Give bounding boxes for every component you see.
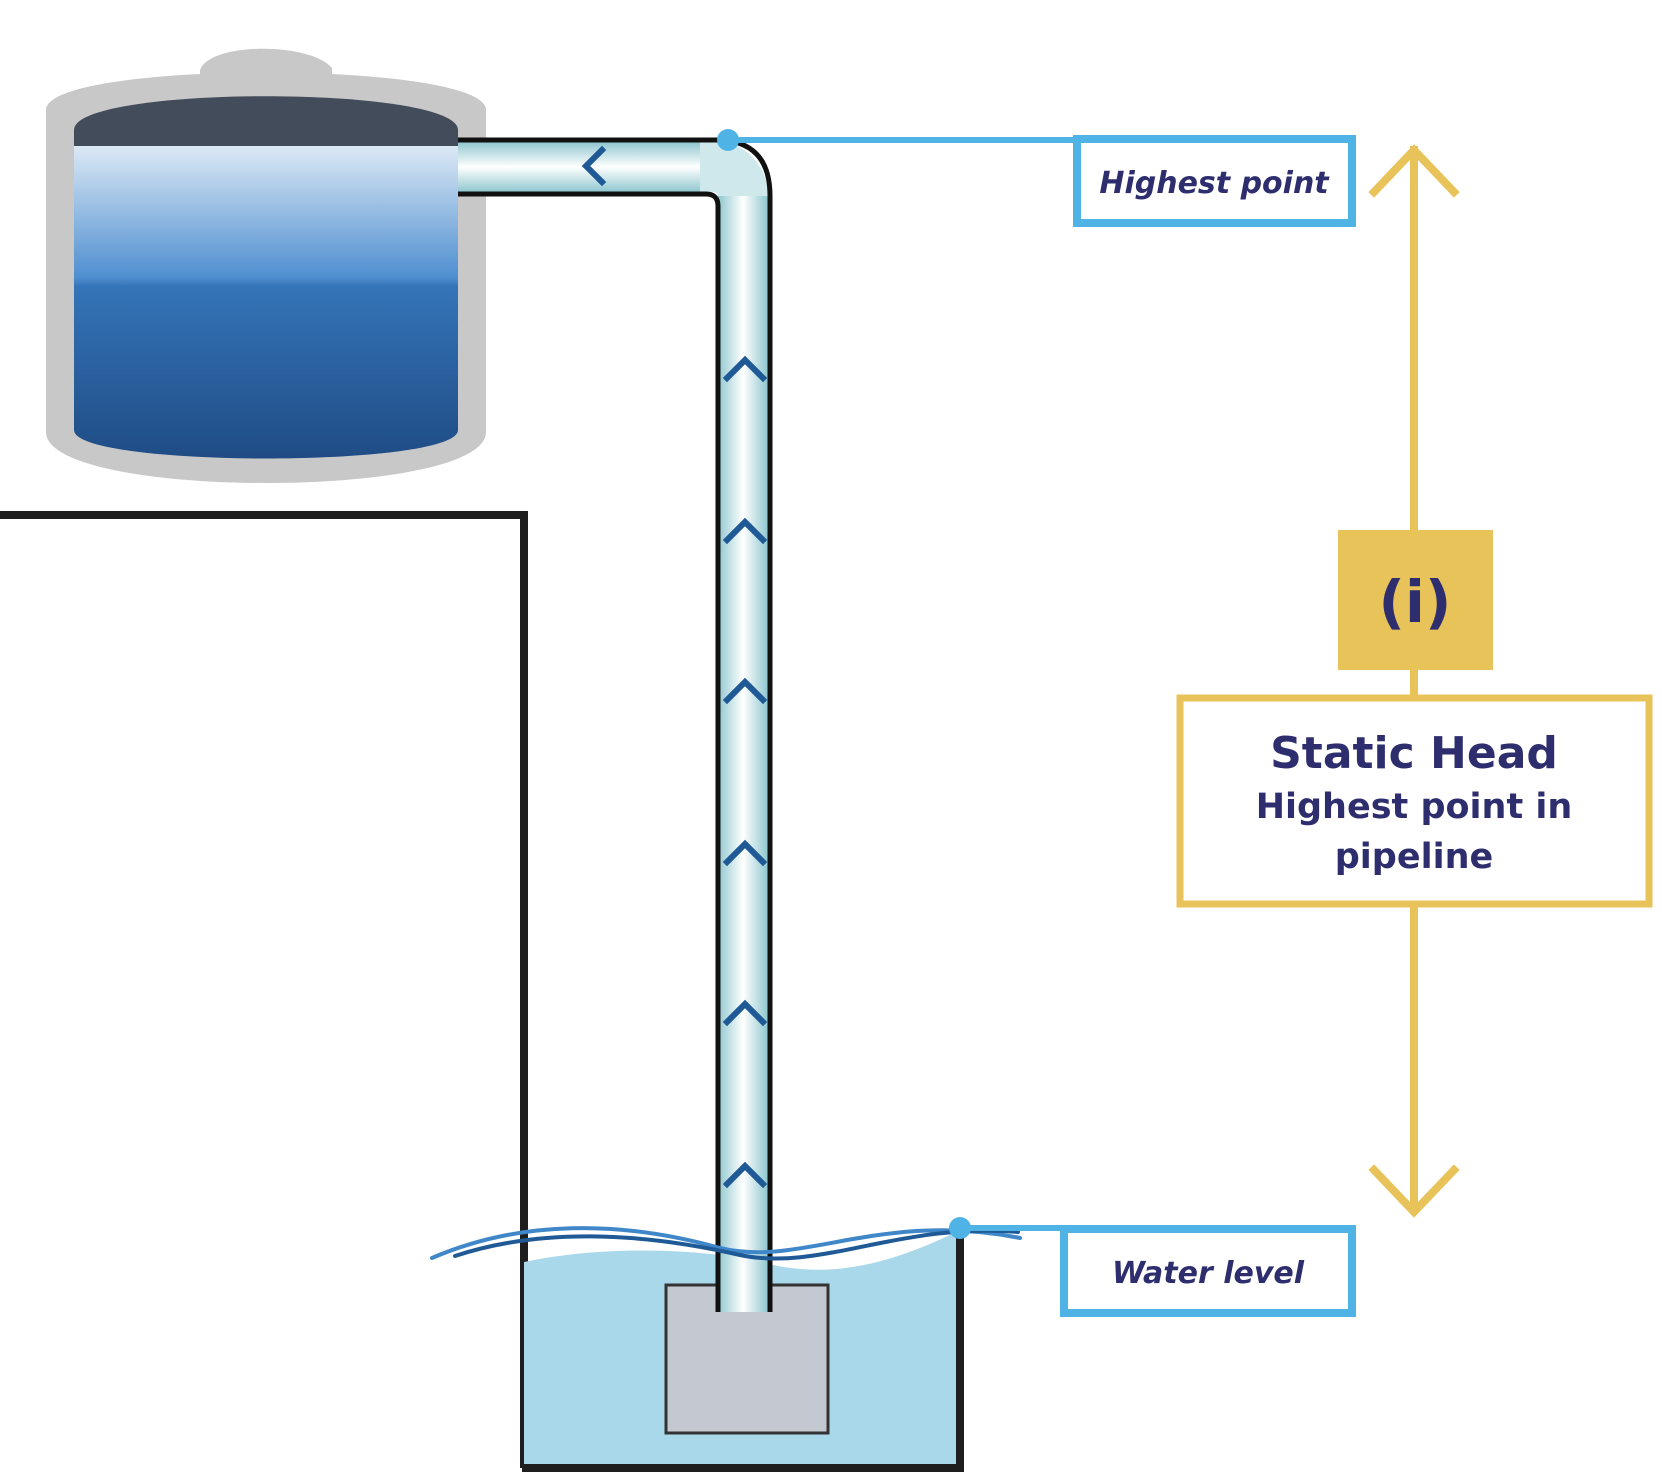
chevron-icon — [722, 1161, 768, 1189]
water-tank — [46, 48, 486, 483]
chevron-left-icon — [581, 145, 607, 187]
ground-line — [0, 511, 528, 1468]
static-head-box: Static Head Highest point in pipeline — [1176, 694, 1653, 908]
info-icon: (i) — [1338, 530, 1493, 670]
static-head-title: Static Head — [1270, 728, 1558, 779]
double-headed-arrow-icon — [1368, 144, 1460, 1218]
water-surface-waves — [430, 1226, 1022, 1261]
chevron-icon — [722, 517, 768, 545]
well-wall — [522, 1235, 964, 1472]
chevron-icon — [722, 839, 768, 867]
highest-point-marker — [717, 129, 739, 151]
chevron-icon — [722, 677, 768, 705]
water-level-label: Water level — [1112, 1256, 1305, 1291]
info-icon-glyph: (i) — [1379, 568, 1452, 636]
static-head-line2: pipeline — [1335, 837, 1494, 877]
chevron-icon — [722, 355, 768, 383]
chevron-icon — [722, 999, 768, 1027]
water-level-callout: Water level — [949, 1217, 1356, 1317]
pipe — [458, 137, 773, 1312]
static-head-line1: Highest point in — [1256, 787, 1573, 827]
flow-chevrons — [581, 145, 768, 1189]
highest-point-callout: Highest point — [717, 129, 1356, 227]
water-level-marker — [949, 1217, 971, 1239]
highest-point-label: Highest point — [1099, 166, 1330, 201]
